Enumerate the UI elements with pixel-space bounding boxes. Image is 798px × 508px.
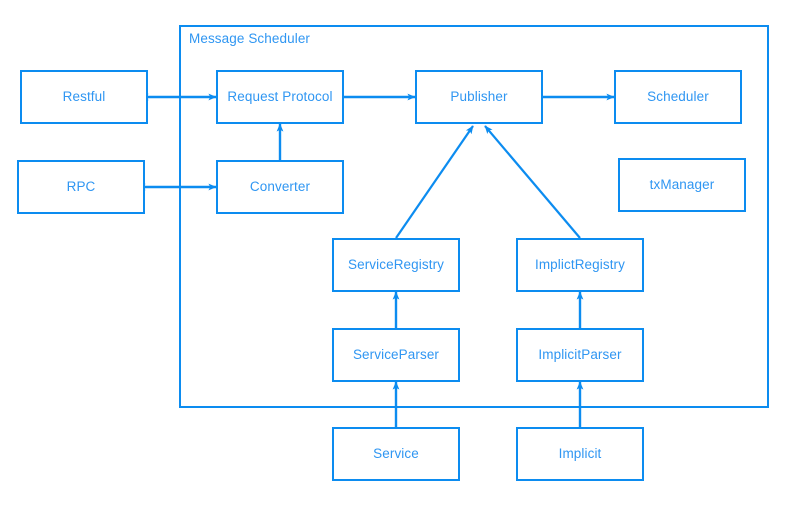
node-publisher[interactable]: Publisher: [415, 70, 543, 124]
group-label-message-scheduler: Message Scheduler: [189, 31, 311, 46]
node-label-service-parser: ServiceParser: [352, 347, 440, 362]
node-implict-registry[interactable]: ImplictRegistry: [516, 238, 644, 292]
node-label-implict-registry: ImplictRegistry: [534, 257, 625, 272]
node-label-service: Service: [373, 446, 419, 461]
node-label-rpc: RPC: [66, 179, 96, 194]
node-label-service-registry: ServiceRegistry: [347, 257, 445, 272]
node-converter[interactable]: Converter: [216, 160, 344, 214]
node-rpc[interactable]: RPC: [17, 160, 145, 214]
node-label-converter: Converter: [249, 179, 311, 194]
node-service-parser[interactable]: ServiceParser: [332, 328, 460, 382]
connector-implict-registry-publisher: [484, 125, 581, 239]
node-implicit[interactable]: Implicit: [516, 427, 644, 481]
node-restful[interactable]: Restful: [20, 70, 148, 124]
group-frame-message-scheduler: [179, 25, 769, 408]
node-label-scheduler: Scheduler: [647, 89, 709, 104]
node-service[interactable]: Service: [332, 427, 460, 481]
node-label-implicit-parser: ImplicitParser: [538, 347, 622, 362]
node-label-implicit: Implicit: [558, 446, 602, 461]
node-label-request-protocol: Request Protocol: [227, 89, 333, 104]
node-label-txmanager: txManager: [649, 177, 715, 192]
node-scheduler[interactable]: Scheduler: [614, 70, 742, 124]
connector-service-registry-publisher: [395, 125, 474, 239]
node-label-publisher: Publisher: [450, 89, 508, 104]
node-service-registry[interactable]: ServiceRegistry: [332, 238, 460, 292]
node-implicit-parser[interactable]: ImplicitParser: [516, 328, 644, 382]
node-label-restful: Restful: [62, 89, 106, 104]
node-request-protocol[interactable]: Request Protocol: [216, 70, 344, 124]
node-txmanager[interactable]: txManager: [618, 158, 746, 212]
